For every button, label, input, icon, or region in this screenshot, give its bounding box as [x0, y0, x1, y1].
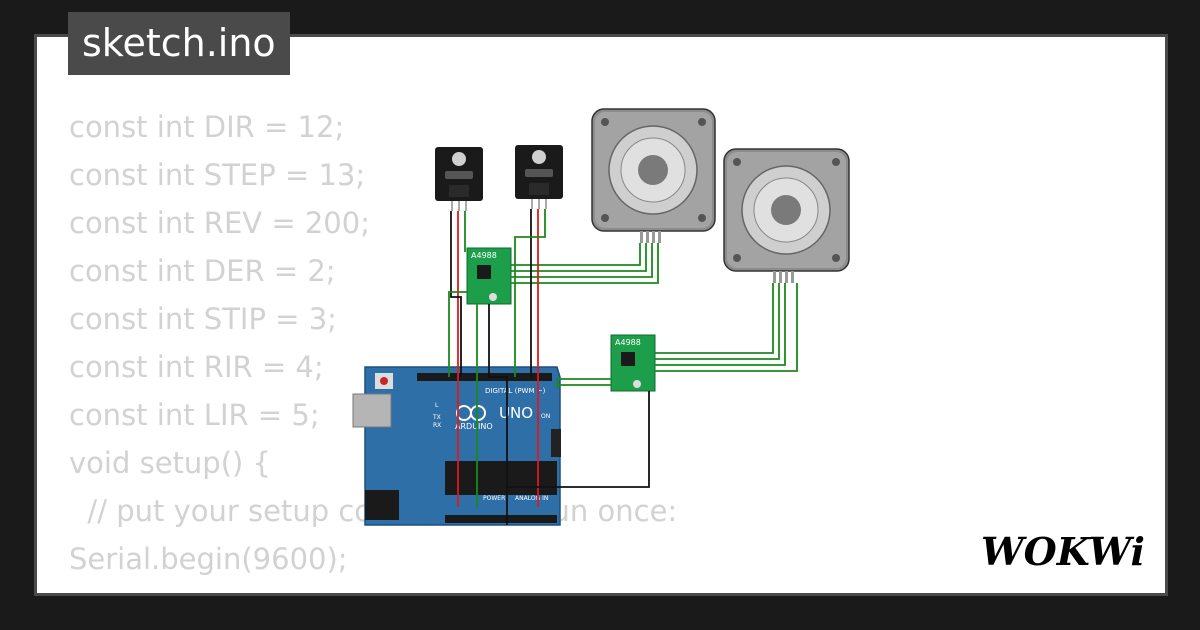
ir-sensor-1[interactable] — [435, 147, 483, 211]
arduino-rx-label: RX — [433, 422, 441, 429]
code-line: const int DIR = 12; — [69, 110, 345, 144]
wire-black[interactable] — [488, 304, 508, 525]
sketch-preview-canvas: const int DIR = 12; const int STEP = 13;… — [34, 34, 1168, 596]
wire-black[interactable] — [450, 211, 462, 377]
wire-green[interactable] — [511, 243, 659, 284]
driver-right-label: A4988 — [615, 338, 641, 347]
wokwi-logo: WOKWi — [981, 529, 1145, 574]
code-line: pinMode(STEP, OUTPUT); — [69, 587, 829, 593]
code-background: const int DIR = 12; const int STEP = 13;… — [69, 107, 829, 593]
arduino-power-label: POWER — [483, 495, 505, 502]
driver-left-label: A4988 — [471, 251, 497, 260]
wire-black[interactable] — [507, 391, 650, 488]
arduino-l-label: L — [435, 402, 439, 409]
wire-green[interactable] — [655, 283, 780, 360]
code-line: const int RIR = 4; — [69, 350, 324, 384]
a4988-driver-right[interactable]: A4988 — [610, 334, 656, 392]
wire-green[interactable] — [514, 209, 546, 377]
code-line: const int STEP = 13; — [69, 158, 366, 192]
stepper-motor-2[interactable] — [723, 148, 850, 283]
code-line: const int REV = 200; — [69, 206, 370, 240]
arduino-uno-board[interactable]: UNO ARDUINO DIGITAL (PWM ~) POWER ANALOG… — [352, 366, 561, 526]
file-title-tab[interactable]: sketch.ino — [68, 12, 290, 75]
arduino-subtitle-text: ARDUINO — [455, 422, 493, 431]
code-line: const int LIR = 5; — [69, 398, 320, 432]
wire-green[interactable] — [511, 243, 641, 266]
wokwi-logo-text: WOKWi — [981, 529, 1145, 574]
wire-green[interactable] — [511, 243, 647, 272]
arduino-analog-label: ANALOG IN — [515, 495, 548, 502]
stepper-motor-1[interactable] — [591, 108, 716, 243]
ir-sensor-2[interactable] — [515, 145, 563, 209]
circuit-diagram: UNO ARDUINO DIGITAL (PWM ~) POWER ANALOG… — [352, 108, 850, 526]
arduino-on-label: ON — [541, 413, 550, 420]
code-line: const int STIP = 3; — [69, 302, 337, 336]
arduino-tx-label: TX — [432, 414, 441, 421]
arduino-digital-label: DIGITAL (PWM ~) — [485, 387, 546, 395]
code-line: Serial.begin(9600); — [69, 542, 348, 576]
wire-green[interactable] — [556, 378, 611, 389]
wire-green[interactable] — [511, 243, 653, 278]
wires — [448, 209, 798, 525]
code-line: void setup() { — [69, 446, 271, 480]
a4988-driver-left[interactable]: A4988 — [466, 247, 512, 305]
code-line: const int DER = 2; — [69, 254, 336, 288]
wire-green[interactable] — [448, 291, 467, 377]
wire-green[interactable] — [655, 283, 774, 354]
wire-green[interactable] — [655, 283, 786, 366]
wire-green[interactable] — [655, 283, 798, 372]
arduino-brand-text: UNO — [499, 404, 533, 422]
